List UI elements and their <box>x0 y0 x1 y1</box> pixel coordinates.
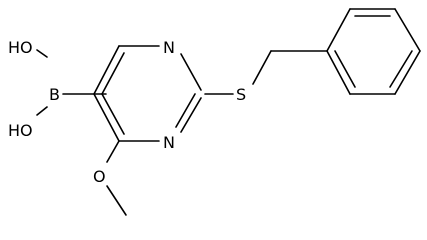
bond-ph-3 <box>394 8 421 52</box>
atom-label-sulfur: S <box>236 85 246 104</box>
atom-label-oh-bottom: HO <box>8 121 33 140</box>
bond-ph-4 <box>394 50 421 95</box>
bond-c2-n3 <box>180 97 202 133</box>
bond-c2-n3-double <box>175 93 196 128</box>
bond-s-ch2 <box>252 50 272 85</box>
atom-label-boron: B <box>49 85 60 104</box>
bond-o-ch3 <box>106 185 127 216</box>
atom-label-n-bottom: N <box>163 133 175 152</box>
bond-c5-c6 <box>93 45 120 95</box>
bond-c5-c6-double <box>101 52 125 95</box>
bond-ph-6-double <box>334 50 356 88</box>
bond-ph-6 <box>326 50 351 95</box>
bond-c4-c5 <box>93 93 120 142</box>
bond-c4-c5-double <box>101 93 125 135</box>
atom-labels: HO B HO N N S O <box>8 38 246 186</box>
atom-label-n-top: N <box>163 38 175 57</box>
bond-ph-1 <box>326 8 351 52</box>
bond-ph-4-double <box>389 50 413 88</box>
bonds <box>36 8 421 216</box>
chemical-structure: HO B HO N N S O <box>8 8 421 216</box>
bond-n1-c2 <box>180 53 202 91</box>
bond-b-oh-bottom <box>36 106 48 116</box>
bond-c4-o <box>106 140 120 163</box>
bond-b-oh-top <box>36 49 48 58</box>
atom-label-oxygen: O <box>93 167 106 186</box>
atom-label-oh-top: HO <box>8 38 33 57</box>
